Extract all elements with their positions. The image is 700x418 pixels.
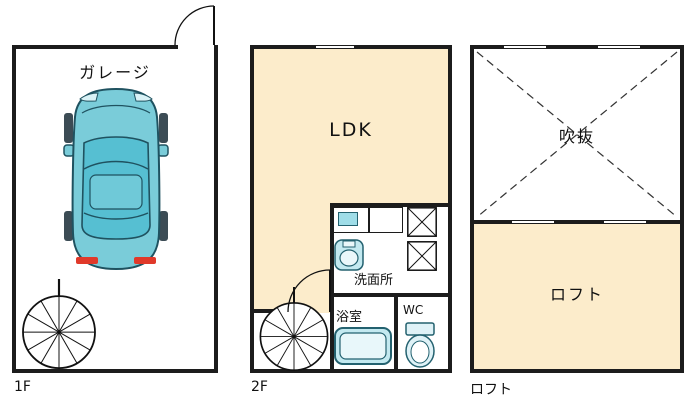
window-2f-top <box>316 45 354 49</box>
hatched-appliance-top-icon <box>407 207 437 237</box>
bathtub-icon <box>334 327 392 365</box>
window-loft-top-right <box>598 45 640 49</box>
room-label-bathroom: 浴室 <box>336 310 363 325</box>
floor-panel-1f: ガレージ <box>12 45 218 373</box>
loft-room-area <box>474 224 680 369</box>
room-label-loft: ロフト <box>549 285 604 304</box>
window-loft-top-left <box>504 45 546 49</box>
car-top-view-icon <box>63 87 169 271</box>
room-label-ldk: LDK <box>329 119 373 141</box>
door-opening-1f <box>178 45 214 49</box>
door-swing-2f-icon <box>287 269 331 313</box>
kitchen-sink-basin <box>338 212 358 226</box>
wall-loft-middle <box>474 220 680 224</box>
toilet-icon <box>405 322 435 368</box>
room-label-garage: ガレージ <box>79 63 151 82</box>
wall-2f-bath-wc <box>394 297 398 369</box>
window-loft-middle-left <box>512 220 554 224</box>
hatched-appliance-bottom-icon <box>407 241 437 271</box>
floor-label-2f: 2F <box>251 379 268 395</box>
window-loft-middle-right <box>604 220 646 224</box>
room-label-wc: WC <box>403 303 424 317</box>
kitchen-counter <box>369 207 403 233</box>
washbasin-icon <box>334 239 364 271</box>
floor-label-loft: ロフト <box>470 382 512 398</box>
room-label-washroom: 洗面所 <box>354 273 394 288</box>
void-cross-lines-icon <box>476 51 678 218</box>
wall-2f-washroom-bottom <box>330 293 448 297</box>
floor-panel-2f: LDK 洗面所 浴室 WC <box>250 45 452 373</box>
kitchen-sink-unit <box>333 207 369 233</box>
wall-2f-utility-left <box>330 203 334 369</box>
spiral-staircase-1f-icon <box>14 279 104 369</box>
floor-panel-loft: 吹抜 ロフト <box>470 45 684 373</box>
wall-2f-utility-top <box>330 203 448 207</box>
room-label-void: 吹抜 <box>558 127 595 146</box>
door-swing-1f-icon <box>174 5 215 46</box>
floor-label-1f: 1F <box>14 379 31 395</box>
